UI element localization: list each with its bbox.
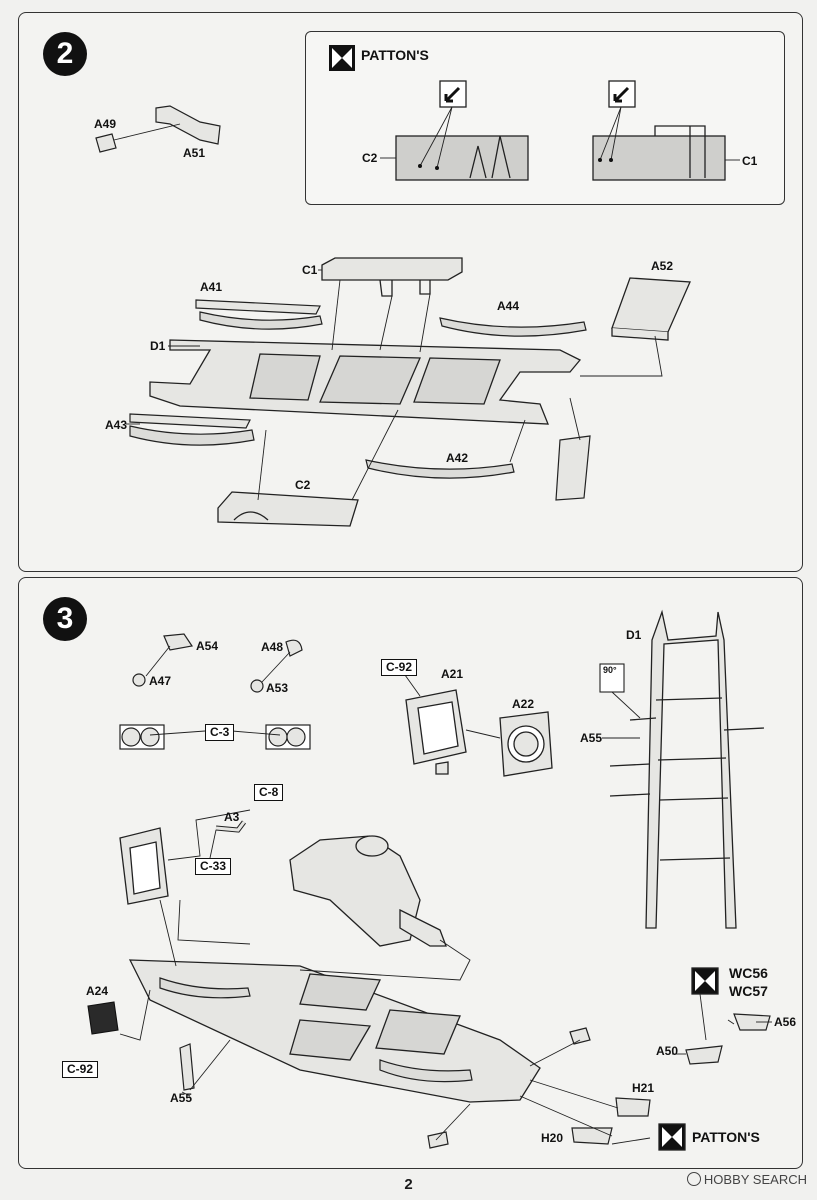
label-a47: A47 <box>149 674 172 688</box>
label-a55-bottom: A55 <box>170 1091 193 1105</box>
page-number: 2 <box>404 1176 413 1193</box>
label-c8: C-8 <box>254 784 284 801</box>
label-c92-bottom: C-92 <box>62 1061 99 1078</box>
label-a21: A21 <box>441 667 464 681</box>
label-a22: A22 <box>512 697 535 711</box>
label-c2-inset: C2 <box>362 151 378 165</box>
label-c33: C-33 <box>195 858 232 875</box>
label-c3: C-3 <box>205 724 235 741</box>
label-h21: H21 <box>632 1081 655 1095</box>
label-h20: H20 <box>541 1131 564 1145</box>
label-d1-step3: D1 <box>626 628 642 642</box>
label-a24: A24 <box>86 984 109 998</box>
label-a55-top: A55 <box>580 731 603 745</box>
wc-title-line1: WC56 <box>729 965 768 981</box>
label-a42: A42 <box>446 451 469 465</box>
label-d1: D1 <box>150 339 166 353</box>
label-a49: A49 <box>94 117 117 131</box>
pattons-title-step3: PATTON'S <box>692 1129 760 1145</box>
step-3-number: 3 <box>43 597 87 641</box>
pattons-title: PATTON'S <box>361 47 429 63</box>
watermark-text: HOBBY SEARCH <box>703 1172 807 1187</box>
label-c1-inset: C1 <box>742 154 758 168</box>
label-a48: A48 <box>261 640 284 654</box>
wc-title-line2: WC57 <box>729 983 768 999</box>
hobby-search-logo-icon <box>686 1172 701 1186</box>
label-a51: A51 <box>183 146 206 160</box>
label-a41: A41 <box>200 280 223 294</box>
label-a50: A50 <box>656 1044 679 1058</box>
step-2-number: 2 <box>43 32 87 76</box>
watermark: HOBBY SEARCH <box>686 1172 807 1187</box>
variant-flag-icon <box>329 45 355 71</box>
label-c1: C1 <box>302 263 318 277</box>
label-a43: A43 <box>105 418 128 432</box>
label-a3: A3 <box>224 810 240 824</box>
label-c2: C2 <box>295 478 311 492</box>
label-angle: 90° <box>603 665 617 675</box>
label-a52: A52 <box>651 259 674 273</box>
label-a54: A54 <box>196 639 219 653</box>
label-c92-top: C-92 <box>381 659 418 676</box>
label-a53: A53 <box>266 681 289 695</box>
label-a44: A44 <box>497 299 520 313</box>
label-a56: A56 <box>774 1015 797 1029</box>
